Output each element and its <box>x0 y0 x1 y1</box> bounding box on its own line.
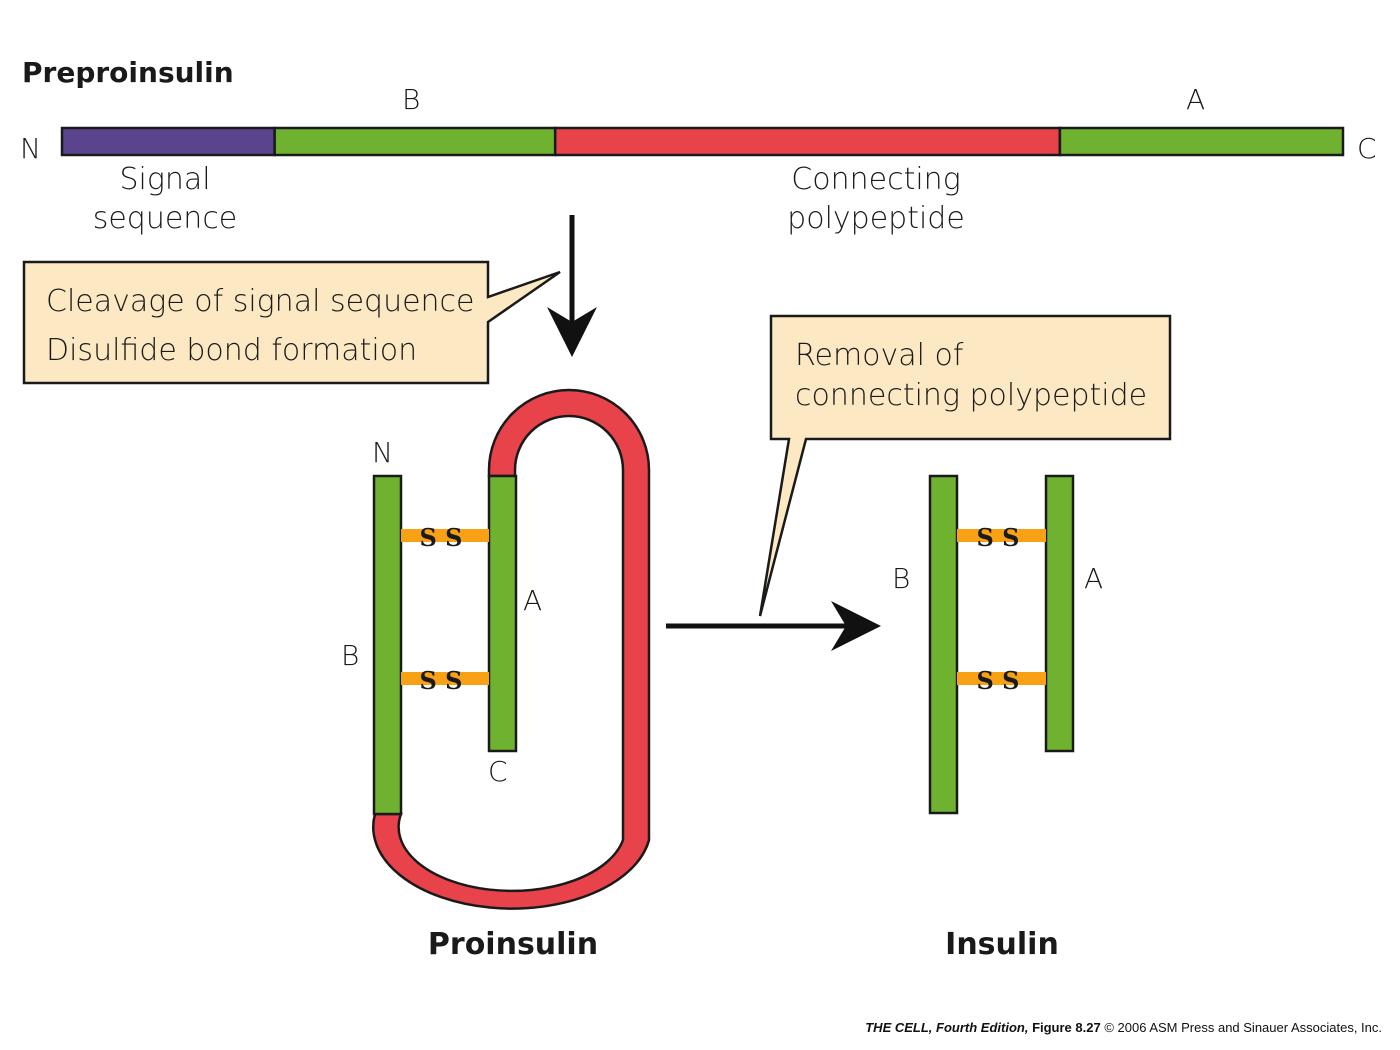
proinsulin-c-label: C <box>488 755 508 788</box>
signal-sequence-label-line1: Signal <box>119 162 210 197</box>
proinsulin-b-chain <box>372 474 403 816</box>
signal-segment <box>60 126 276 157</box>
disulfide-label: S S <box>419 666 462 695</box>
proinsulin-structure: S S S S N C B A Proinsulin <box>341 388 651 962</box>
connecting-polypeptide-loop <box>372 388 651 910</box>
figure-number: Figure 8.27 <box>1032 1020 1101 1035</box>
insulin-a-chain <box>1044 474 1075 753</box>
callout-line-1: Removal of <box>795 338 964 373</box>
callout-line-1: Cleavage of signal sequence <box>46 284 475 319</box>
insulin-b-label: B <box>892 562 910 595</box>
disulfide-label: S S <box>976 666 1019 695</box>
proinsulin-a-label: A <box>523 584 542 617</box>
n-terminus-label: N <box>20 132 41 165</box>
preproinsulin-bar <box>60 126 1345 157</box>
disulfide-label: S S <box>976 523 1019 552</box>
disulfide-bond <box>401 529 489 542</box>
connecting-polypeptide-label-line2: polypeptide <box>787 201 965 236</box>
proinsulin-n-label: N <box>372 436 393 469</box>
proinsulin-title: Proinsulin <box>428 927 598 962</box>
insulin-title: Insulin <box>945 927 1059 962</box>
insulin-b-chain <box>928 474 959 815</box>
disulfide-bond <box>401 672 489 685</box>
callout-box <box>22 260 561 385</box>
book-title: THE CELL, Fourth Edition, <box>865 1020 1029 1035</box>
insulin-a-label: A <box>1084 562 1103 595</box>
callout-removal: Removal of connecting polypeptide <box>758 314 1172 617</box>
connecting-segment <box>553 126 1062 157</box>
callout-line-2: connecting polypeptide <box>795 378 1147 413</box>
a-segment-label: A <box>1186 83 1205 116</box>
connecting-polypeptide-label-line1: Connecting <box>791 162 960 197</box>
proinsulin-a-chain <box>487 474 518 753</box>
insulin-structure: S S S S B A Insulin <box>892 474 1103 962</box>
disulfide-bond <box>957 529 1046 542</box>
c-terminus-label: C <box>1357 132 1377 165</box>
a-chain-segment <box>1058 126 1345 157</box>
signal-sequence-label-line2: sequence <box>93 201 238 236</box>
disulfide-bond <box>957 672 1046 685</box>
figure-credit: THE CELL, Fourth Edition, Figure 8.27 © … <box>865 1020 1382 1035</box>
callout-box <box>758 314 1172 617</box>
proinsulin-b-label: B <box>341 639 359 672</box>
b-segment-label: B <box>402 83 420 116</box>
figure-title: Preproinsulin <box>22 56 234 89</box>
callout-cleavage: Cleavage of signal sequence Disulfide bo… <box>22 260 561 385</box>
b-chain-segment <box>273 126 557 157</box>
disulfide-label: S S <box>419 523 462 552</box>
callout-line-2: Disulfide bond formation <box>46 333 417 368</box>
copyright: © 2006 ASM Press and Sinauer Associates,… <box>1104 1020 1382 1035</box>
